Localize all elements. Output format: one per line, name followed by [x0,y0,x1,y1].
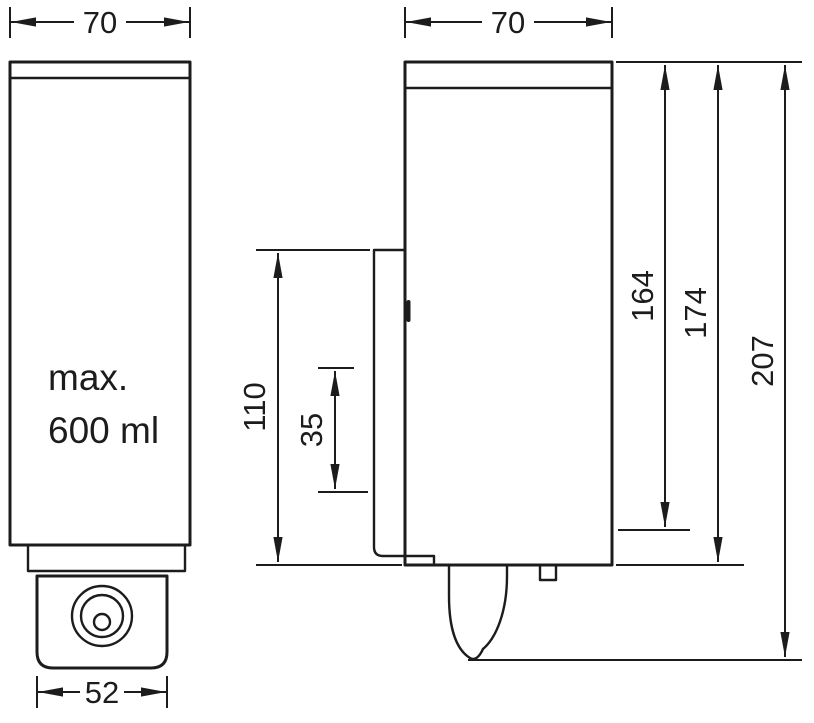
dim-front-width: 70 [9,5,191,40]
dim-front-width-label: 70 [83,5,117,40]
front-pump-head [35,574,169,670]
front-nozzle-outer-ring [70,584,134,648]
dim-lever-offset: 35 [294,367,368,493]
front-nozzle-outlet [92,612,112,632]
dim-lever-offset-label: 35 [294,413,329,447]
dim-174-label: 174 [678,287,713,339]
dim-pump-width-label: 52 [85,675,119,710]
dim-bracket-height: 110 [237,249,402,566]
dim-164-label: 164 [625,270,660,322]
side-pump-lever-inner [481,564,509,651]
dim-side-depth-label: 70 [491,5,525,40]
capacity-label-volume: 600 ml [48,410,159,451]
dim-height-to-bracket: 164 [618,65,690,531]
front-collar [26,543,187,573]
dim-body-height: 174 [616,65,744,566]
front-body-outline [8,60,192,547]
dim-pump-width: 52 [36,675,168,710]
dim-207-label: 207 [745,335,780,387]
side-pump-lever-tip [468,647,485,661]
side-body-outline [403,60,614,567]
front-view: max. 600 ml [8,60,192,670]
capacity-label-max: max. [48,357,128,398]
side-set-screw [538,563,558,582]
front-nozzle-inner-ring [79,593,125,639]
side-view [372,60,614,661]
dim-bracket-height-label: 110 [237,382,272,431]
side-pump-lever-outer [447,564,472,660]
dim-total-height: 207 [468,65,802,661]
side-wall-bracket [372,248,436,565]
dim-side-depth: 70 [404,5,613,40]
